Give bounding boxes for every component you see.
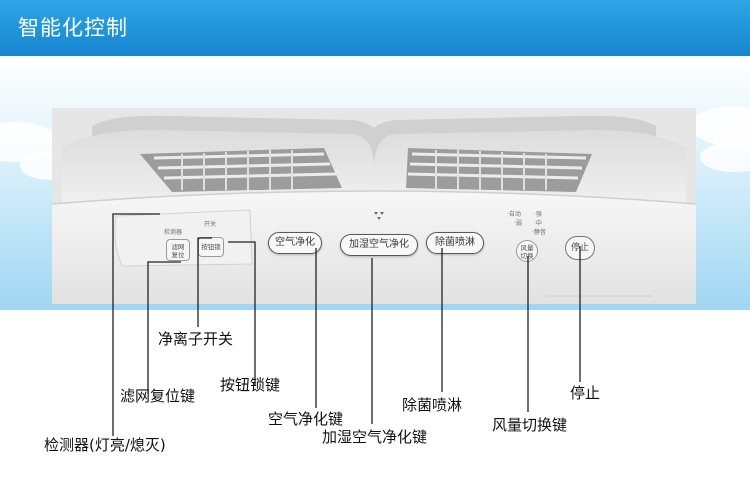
humidify-purify-button-text: 加湿空气净化 bbox=[349, 239, 409, 250]
label-button-lock: 按钮锁键 bbox=[220, 376, 281, 394]
speed-level-strong: ·强 bbox=[534, 211, 542, 218]
label-ion-switch: 净离子开关 bbox=[158, 330, 234, 348]
cloud-right-small bbox=[700, 142, 750, 172]
sterilize-spray-button-text: 除菌喷淋 bbox=[435, 237, 475, 248]
purifier-body-drawing bbox=[52, 108, 696, 304]
speed-level-silent: ·静音 bbox=[532, 229, 546, 236]
label-fan-speed: 风量切换键 bbox=[492, 416, 568, 434]
label-air-purify: 空气净化键 bbox=[268, 410, 344, 428]
sensor-text: 检测器 bbox=[164, 229, 183, 236]
purifier-photo: 检测器 滤网 复位 开关 按钮锁 空气净化 加湿空气净化 除菌喷淋 ·自动 ·强… bbox=[52, 108, 696, 304]
air-purify-button-text: 空气净化 bbox=[275, 237, 315, 248]
filter-reset-text: 滤网 复位 bbox=[171, 243, 185, 259]
filter-reset-button[interactable]: 滤网 复位 bbox=[166, 239, 190, 261]
fan-speed-button[interactable]: 风量 切换 bbox=[516, 240, 538, 262]
label-humidify-purify: 加湿空气净化键 bbox=[322, 428, 428, 446]
speed-level-auto: ·自动 bbox=[507, 211, 521, 218]
label-filter-reset: 滤网复位键 bbox=[120, 387, 196, 405]
header-bar: 智能化控制 bbox=[0, 0, 750, 56]
line-filter-reset bbox=[147, 261, 181, 394]
ion-switch-text: 开关 bbox=[204, 221, 217, 228]
button-lock-text: 按钮锁 bbox=[201, 243, 221, 251]
label-sterilize-spray: 除菌喷淋 bbox=[402, 396, 463, 414]
line-detector bbox=[112, 213, 160, 436]
page-title: 智能化控制 bbox=[18, 16, 128, 40]
speed-level-weak: ·弱 bbox=[514, 220, 522, 227]
fan-speed-button-text: 风量 切换 bbox=[520, 244, 534, 260]
label-stop: 停止 bbox=[570, 384, 601, 402]
label-detector: 检测器(灯亮/熄灭) bbox=[44, 436, 166, 454]
air-purify-button[interactable]: 空气净化 bbox=[268, 232, 322, 254]
humidify-purify-button[interactable]: 加湿空气净化 bbox=[340, 234, 418, 256]
line-button-lock bbox=[228, 241, 256, 385]
sterilize-spray-button[interactable]: 除菌喷淋 bbox=[426, 232, 484, 254]
line-ion-switch bbox=[197, 237, 212, 327]
speed-level-medium: ·中 bbox=[534, 220, 542, 227]
